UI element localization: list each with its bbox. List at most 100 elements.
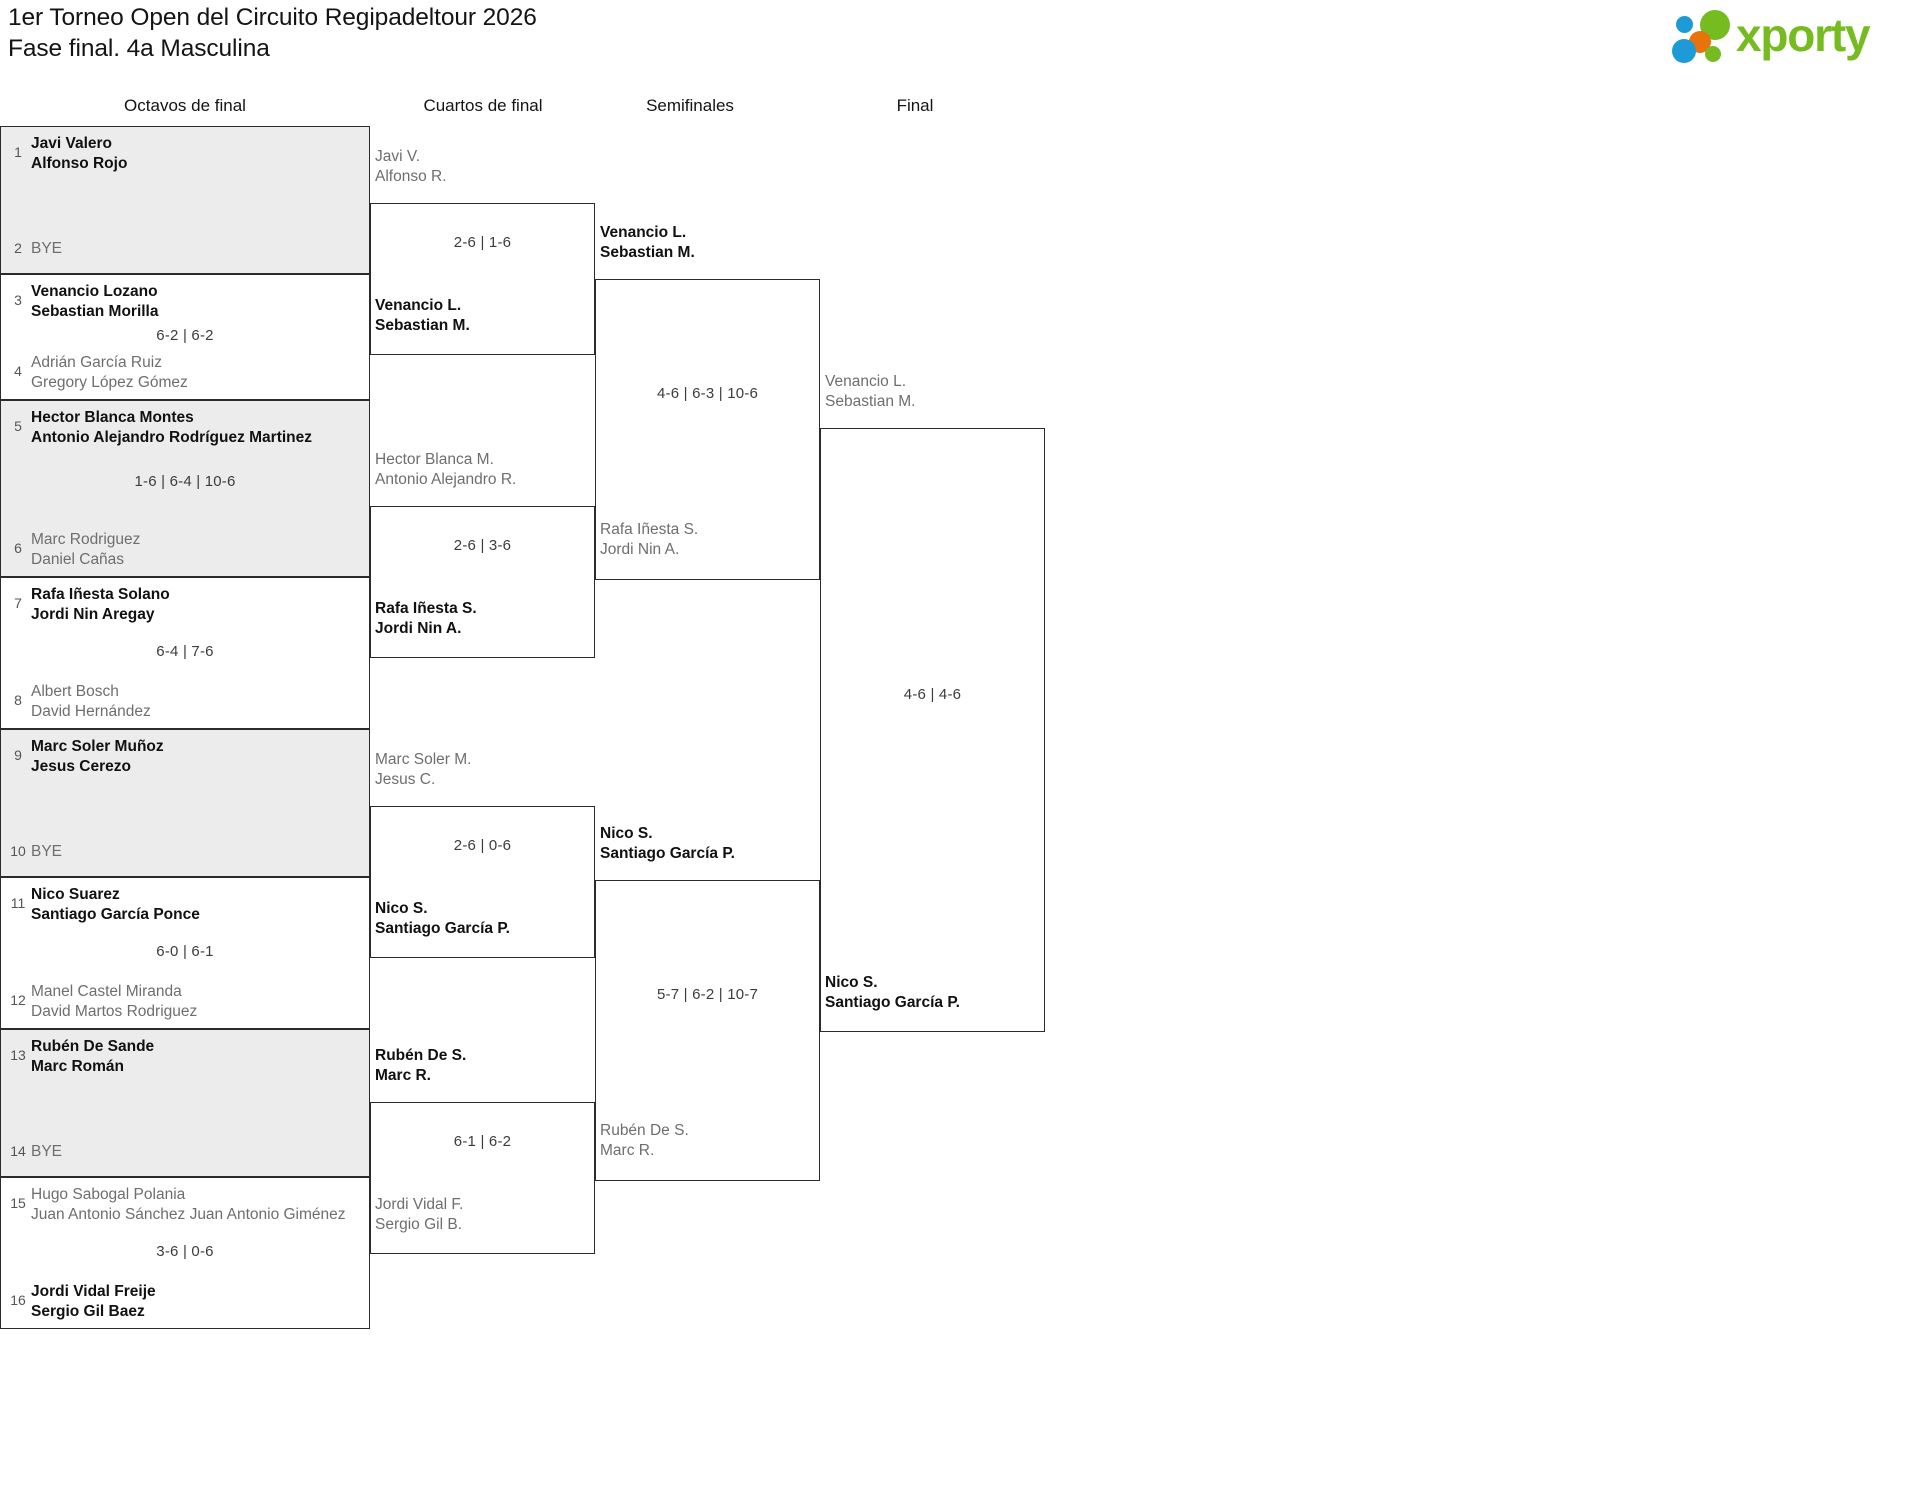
bye-label: BYE xyxy=(31,1142,63,1160)
qf-team-above: Marc Soler M. Jesus C. xyxy=(375,751,472,788)
match-score: 2-6 | 0-6 xyxy=(453,837,512,854)
qf-team-above: Rubén De S. Marc R. xyxy=(375,1047,467,1084)
logo-dots-icon xyxy=(1672,10,1738,63)
match-score: 2-6 | 3-6 xyxy=(453,537,512,554)
team-names: Rafa Iñesta Solano Jordi Nin Aregay xyxy=(31,586,170,623)
r1-team-bottom[interactable]: 8 Albert Bosch David Hernández xyxy=(1,682,369,721)
team-names: Rubén De Sande Marc Román xyxy=(31,1038,155,1075)
r1-match-4[interactable]: 7 Rafa Iñesta Solano Jordi Nin Aregay 6-… xyxy=(0,577,370,729)
tournament-title: 1er Torneo Open del Circuito Regipadelto… xyxy=(8,2,537,64)
qf-match-3[interactable]: 2-6 | 0-6 Marc Soler M. Jesus C. Nico S.… xyxy=(370,751,595,958)
seed-number: 11 xyxy=(10,895,26,911)
round-header-final: Final xyxy=(896,96,934,115)
page-subtitle: Fase final. 4a Masculina xyxy=(8,35,270,62)
r1-match-6[interactable]: 11 Nico Suarez Santiago García Ponce 6-0… xyxy=(0,877,370,1029)
r1-team-top[interactable]: 1 Javi Valero Alfonso Rojo xyxy=(1,134,369,173)
match-score: 6-1 | 6-2 xyxy=(453,1133,512,1150)
match-score: 2-6 | 1-6 xyxy=(453,234,512,251)
seed-number: 14 xyxy=(10,1142,26,1159)
sf-team-above: Nico S. Santiago García P. xyxy=(600,825,735,862)
match-score: 5-7 | 6-2 | 10-7 xyxy=(656,986,759,1003)
seed-number: 12 xyxy=(10,992,26,1008)
r1-team-top[interactable]: 7 Rafa Iñesta Solano Jordi Nin Aregay xyxy=(1,585,369,624)
seed-number: 8 xyxy=(14,692,22,708)
match-score: 3-6 | 0-6 xyxy=(156,1243,214,1260)
r1-team-bottom[interactable]: 14 BYE xyxy=(1,1142,369,1162)
qf-match-4[interactable]: 6-1 | 6-2 Rubén De S. Marc R. Jordi Vida… xyxy=(370,1047,595,1254)
bye-label: BYE xyxy=(31,842,63,860)
team-names: Jordi Vidal Freije Sergio Gil Baez xyxy=(31,1283,156,1320)
r1-team-bottom[interactable]: 12 Manel Castel Miranda David Martos Rod… xyxy=(1,982,369,1021)
r1-match-1[interactable]: 1 Javi Valero Alfonso Rojo 2 BYE xyxy=(0,126,370,274)
round-header-semifinales: Semifinales xyxy=(646,96,734,115)
sf-match-1[interactable]: 4-6 | 6-3 | 10-6 Venancio L. Sebastian M… xyxy=(595,224,820,580)
qf-team-above: Hector Blanca M. Antonio Alejandro R. xyxy=(375,451,517,488)
r1-team-top[interactable]: 3 Venancio Lozano Sebastian Morilla xyxy=(1,282,369,321)
logo-wordmark: xporty xyxy=(1736,9,1871,61)
r1-match-2[interactable]: 3 Venancio Lozano Sebastian Morilla 6-2 … xyxy=(0,274,370,400)
seed-number: 5 xyxy=(14,418,22,434)
logo-dot-blue-large-icon xyxy=(1672,39,1696,63)
match-score: 1-6 | 6-4 | 10-6 xyxy=(134,473,236,490)
seed-number: 10 xyxy=(10,842,26,859)
match-score: 6-4 | 7-6 xyxy=(156,643,214,660)
logo-dot-blue-small-icon xyxy=(1676,16,1693,33)
team-names: Manel Castel Miranda David Martos Rodrig… xyxy=(31,983,198,1020)
team-names: Marc Rodriguez Daniel Cañas xyxy=(31,531,141,568)
qf-team-above: Javi V. Alfonso R. xyxy=(375,148,447,185)
page-title: 1er Torneo Open del Circuito Regipadelto… xyxy=(8,4,537,31)
match-score: 4-6 | 6-3 | 10-6 xyxy=(656,385,759,402)
r1-match-3[interactable]: 5 Hector Blanca Montes Antonio Alejandro… xyxy=(0,400,370,577)
round-header-octavos: Octavos de final xyxy=(124,96,246,115)
sf-match-2[interactable]: 5-7 | 6-2 | 10-7 Nico S. Santiago García… xyxy=(595,825,820,1181)
match-score: 6-0 | 6-1 xyxy=(156,943,214,960)
r1-team-bottom[interactable]: 6 Marc Rodriguez Daniel Cañas xyxy=(1,530,369,569)
r1-team-bottom[interactable]: 16 Jordi Vidal Freije Sergio Gil Baez xyxy=(1,1282,369,1321)
qf-team-below: Jordi Vidal F. Sergio Gil B. xyxy=(375,1196,464,1233)
r1-team-top[interactable]: 11 Nico Suarez Santiago García Ponce xyxy=(1,885,369,924)
seed-number: 9 xyxy=(14,747,22,763)
r1-team-bottom[interactable]: 4 Adrián García Ruiz Gregory López Gómez xyxy=(1,353,369,392)
final-team-below: Nico S. Santiago García P. xyxy=(825,974,960,1011)
r1-team-top[interactable]: 13 Rubén De Sande Marc Román xyxy=(1,1037,369,1076)
qf-team-below: Rafa Iñesta S. Jordi Nin A. xyxy=(375,600,477,637)
final-team-above: Venancio L. Sebastian M. xyxy=(825,373,916,410)
r1-team-bottom[interactable]: 2 BYE xyxy=(1,239,369,259)
r1-team-top[interactable]: 9 Marc Soler Muñoz Jesus Cerezo xyxy=(1,737,369,776)
team-names: Hugo Sabogal Polania Juan Antonio Sánche… xyxy=(31,1186,346,1223)
seed-number: 7 xyxy=(14,595,22,611)
seed-number: 3 xyxy=(14,292,22,308)
sf-team-below: Rafa Iñesta S. Jordi Nin A. xyxy=(600,521,699,558)
sf-team-below: Rubén De S. Marc R. xyxy=(600,1122,689,1159)
r1-team-bottom[interactable]: 10 BYE xyxy=(1,842,369,862)
team-names: Marc Soler Muñoz Jesus Cerezo xyxy=(31,738,164,775)
page-header: 1er Torneo Open del Circuito Regipadelto… xyxy=(0,0,1920,72)
team-names: Nico Suarez Santiago García Ponce xyxy=(31,886,200,923)
sf-team-above: Venancio L. Sebastian M. xyxy=(600,224,695,261)
seed-number: 15 xyxy=(10,1195,26,1211)
team-names: Adrián García Ruiz Gregory López Gómez xyxy=(31,354,188,391)
r1-match-8[interactable]: 15 Hugo Sabogal Polania Juan Antonio Sán… xyxy=(0,1177,370,1329)
qf-team-below: Venancio L. Sebastian M. xyxy=(375,297,470,334)
match-score: 6-2 | 6-2 xyxy=(156,327,214,344)
match-score: 4-6 | 4-6 xyxy=(903,686,962,703)
seed-number: 4 xyxy=(14,363,22,379)
r1-match-5[interactable]: 9 Marc Soler Muñoz Jesus Cerezo 10 BYE xyxy=(0,729,370,877)
final-match[interactable]: 4-6 | 4-6 Venancio L. Sebastian M. Nico … xyxy=(820,373,1045,1032)
bye-label: BYE xyxy=(31,239,63,257)
seed-number: 2 xyxy=(14,239,22,256)
round-header-cuartos: Cuartos de final xyxy=(423,96,543,115)
qf-match-2[interactable]: 2-6 | 3-6 Hector Blanca M. Antonio Aleja… xyxy=(370,451,595,658)
logo-dot-green-small-icon xyxy=(1705,46,1721,62)
xporty-logo: xporty xyxy=(1672,6,1902,64)
r1-team-top[interactable]: 5 Hector Blanca Montes Antonio Alejandro… xyxy=(1,408,369,447)
qf-match-1[interactable]: 2-6 | 1-6 Javi V. Alfonso R. Venancio L.… xyxy=(370,148,595,355)
qf-team-below: Nico S. Santiago García P. xyxy=(375,900,510,937)
seed-number: 13 xyxy=(10,1047,26,1063)
r1-match-7[interactable]: 13 Rubén De Sande Marc Román 14 BYE xyxy=(0,1029,370,1177)
seed-number: 6 xyxy=(14,540,22,556)
r1-team-top[interactable]: 15 Hugo Sabogal Polania Juan Antonio Sán… xyxy=(1,1185,369,1224)
team-names: Venancio Lozano Sebastian Morilla xyxy=(31,283,159,320)
team-names: Hector Blanca Montes Antonio Alejandro R… xyxy=(31,409,313,446)
